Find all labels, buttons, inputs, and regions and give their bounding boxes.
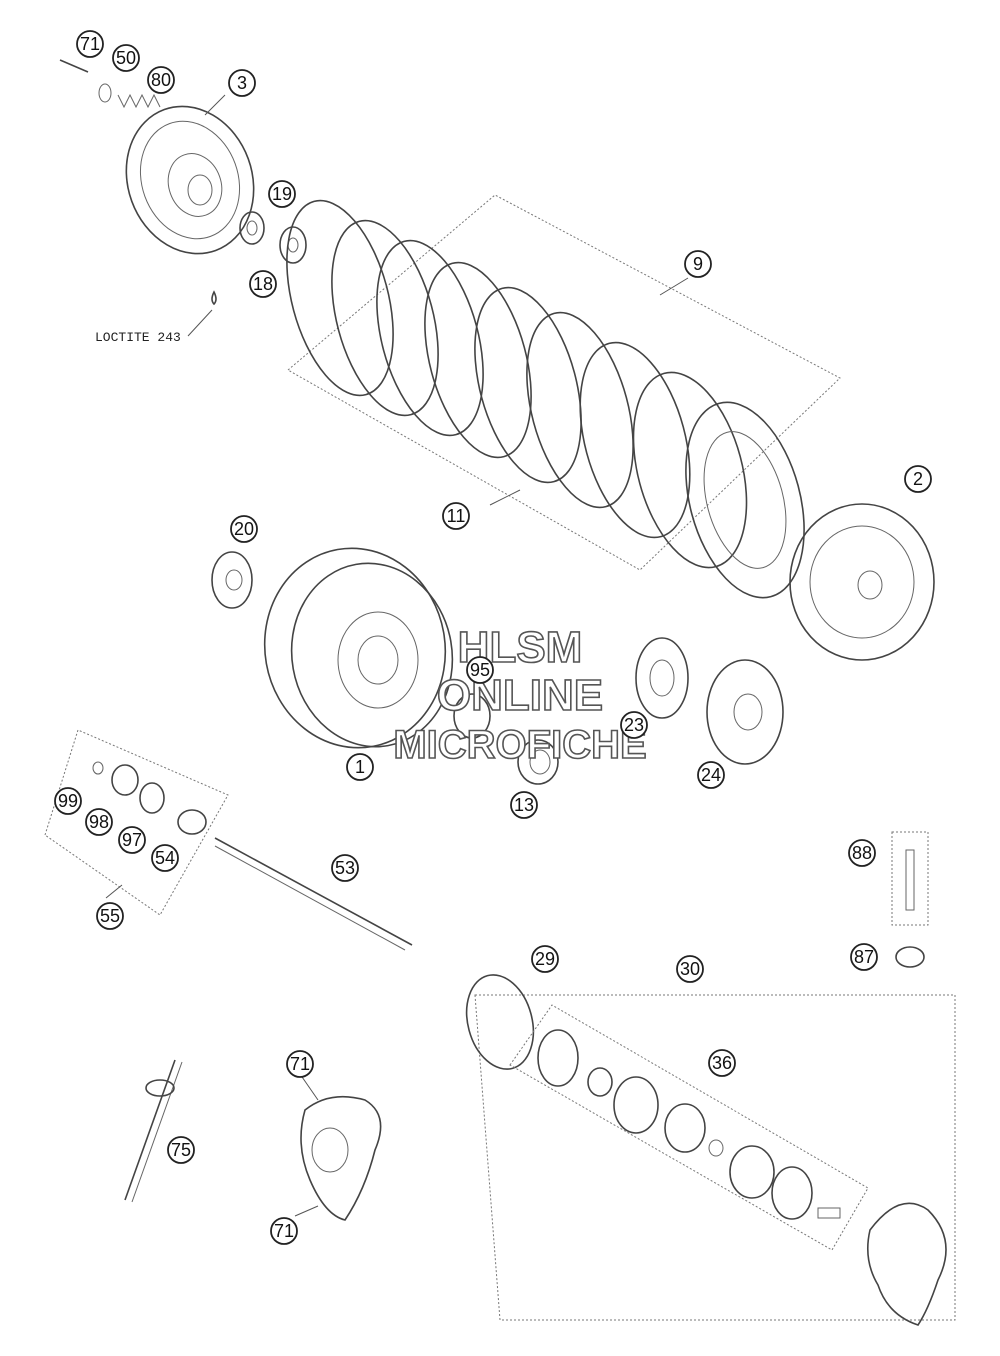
- watermark-line-1: HLSM: [458, 623, 583, 672]
- callout-50: 50: [112, 44, 140, 72]
- callout-1: 1: [346, 753, 374, 781]
- callout-20: 20: [230, 515, 258, 543]
- leader-lines: [105, 94, 689, 899]
- callout-80: 80: [147, 66, 175, 94]
- callout-label: 71: [274, 1221, 294, 1241]
- callout-11: 11: [442, 502, 470, 530]
- callout-label: 99: [58, 791, 78, 811]
- callout-87: 87: [850, 943, 878, 971]
- nut-and-washer: [239, 211, 307, 264]
- callout-53: 53: [331, 854, 359, 882]
- clutch-plate-pack: [286, 194, 841, 599]
- callout-label: 24: [701, 765, 721, 785]
- pressure-cap: [125, 105, 255, 255]
- callout-3: 3: [228, 69, 256, 97]
- callout-23: 23: [620, 711, 648, 739]
- gears: [635, 637, 784, 765]
- callout-label: 30: [680, 959, 700, 979]
- slave-bracket: [294, 1073, 382, 1221]
- watermark-line-3: MICROFICHE: [393, 723, 646, 767]
- loctite-label: LOCTITE 243: [95, 330, 181, 345]
- callout-88: 88: [848, 839, 876, 867]
- callout-36: 36: [708, 1049, 736, 1077]
- bushing-and-bearing: [453, 693, 559, 785]
- callout-19: 19: [268, 180, 296, 208]
- callout-label: 18: [253, 274, 273, 294]
- thrust-washer: [211, 551, 253, 609]
- callout-label: 19: [272, 184, 292, 204]
- loctite-drop: [187, 290, 217, 337]
- callout-label: 98: [89, 812, 109, 832]
- screw-and-spring: [59, 59, 161, 109]
- callout-label: 97: [122, 830, 142, 850]
- bleed-screw: [891, 831, 929, 968]
- callout-98: 98: [85, 808, 113, 836]
- callout-18: 18: [249, 270, 277, 298]
- callout-label: 87: [854, 947, 874, 967]
- callout-30: 30: [676, 955, 704, 983]
- callout-label: 95: [470, 660, 490, 680]
- watermark: HLSM ONLINE MICROFICHE: [393, 622, 648, 768]
- callout-29: 29: [531, 945, 559, 973]
- callout-24: 24: [697, 761, 725, 789]
- slave-cylinder-kit: [465, 974, 956, 1326]
- callout-71-top: 71: [76, 30, 104, 58]
- callout-54: 54: [151, 844, 179, 872]
- callout-label: 3: [237, 73, 247, 93]
- callout-label: 9: [693, 254, 703, 274]
- callout-label: 2: [913, 469, 923, 489]
- clutch-basket: [263, 547, 454, 749]
- callout-label: 29: [535, 949, 555, 969]
- callout-97: 97: [118, 826, 146, 854]
- push-rod-kit: [44, 729, 413, 951]
- callout-label: 1: [355, 757, 365, 777]
- callout-label: 11: [447, 506, 466, 526]
- callout-label: 23: [624, 715, 644, 735]
- callout-71-bracket-top: 71: [286, 1050, 314, 1078]
- bolt: [124, 1059, 183, 1203]
- callout-label: 36: [712, 1053, 732, 1073]
- callout-71-bracket-bottom: 71: [270, 1217, 298, 1245]
- callout-75: 75: [167, 1136, 195, 1164]
- inner-hub: [789, 503, 935, 661]
- callout-99: 99: [54, 787, 82, 815]
- callout-13: 13: [510, 791, 538, 819]
- callout-55: 55: [96, 902, 124, 930]
- callout-label: 50: [116, 48, 136, 68]
- callout-label: 53: [335, 858, 355, 878]
- callout-label: 54: [155, 848, 175, 868]
- callout-label: 88: [852, 843, 872, 863]
- callout-label: 71: [290, 1054, 310, 1074]
- callout-label: 55: [100, 906, 120, 926]
- callout-label: 20: [234, 519, 254, 539]
- watermark-line-2: ONLINE: [437, 671, 603, 720]
- callout-9: 9: [684, 250, 712, 278]
- callout-95: 95: [466, 656, 494, 684]
- callout-label: 71: [80, 34, 100, 54]
- callout-2: 2: [904, 465, 932, 493]
- callout-label: 75: [171, 1140, 191, 1160]
- callout-label: 80: [151, 70, 171, 90]
- callout-label: 13: [514, 795, 534, 815]
